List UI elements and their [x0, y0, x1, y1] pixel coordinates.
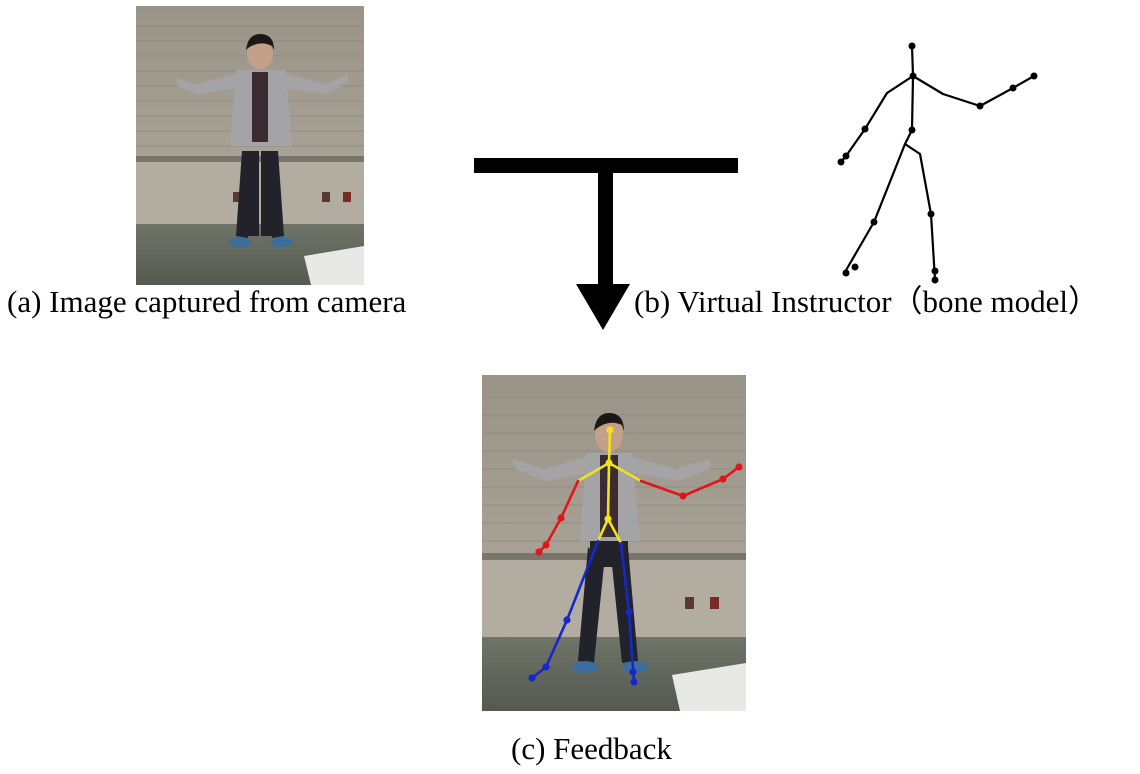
- feedback-caption: (c) Feedback: [511, 731, 672, 766]
- flow-arrow-icon: [474, 158, 738, 330]
- instructor-caption: (b) Virtual Instructor（bone model）: [634, 284, 1100, 319]
- bone-model-figure: [837, 42, 1038, 284]
- camera-image: [136, 6, 364, 285]
- camera-caption: (a) Image captured from camera: [7, 284, 407, 319]
- feedback-image: [482, 375, 746, 711]
